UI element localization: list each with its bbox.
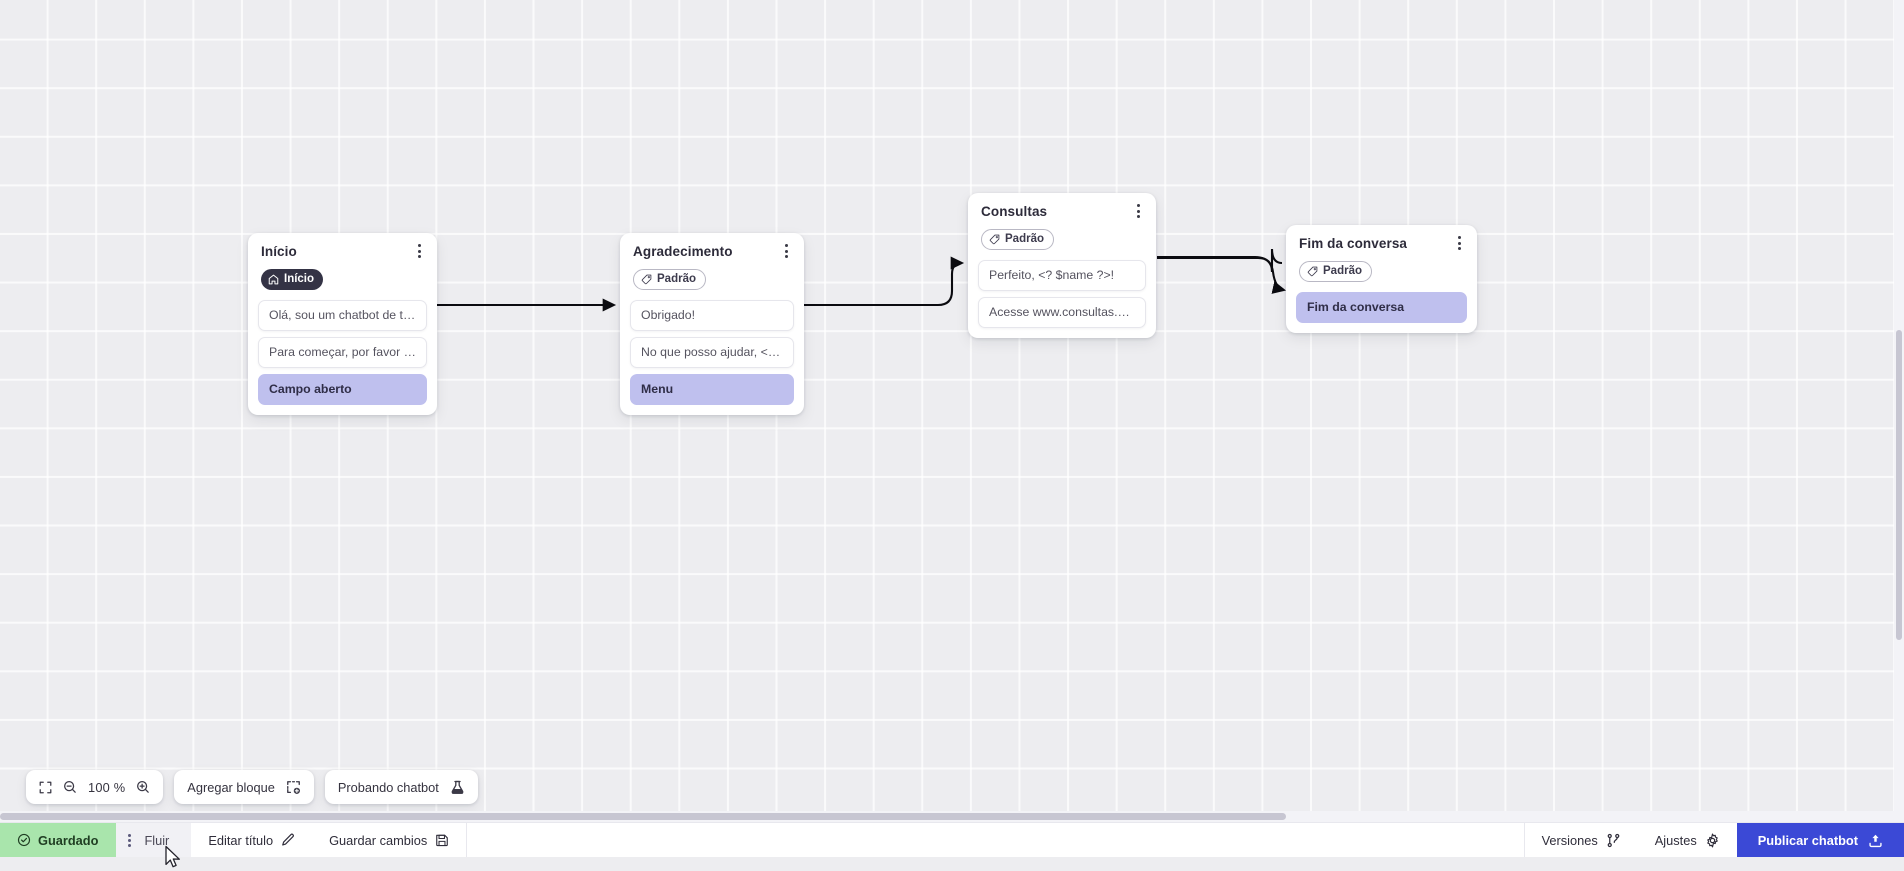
node-slot-message[interactable]: Perfeito, <? $name ?>! (978, 260, 1146, 291)
flask-icon (450, 780, 465, 795)
zoom-controls[interactable]: 100 % (26, 770, 163, 804)
horizontal-scrollbar[interactable] (0, 811, 1904, 822)
home-icon (268, 274, 279, 285)
node-slot-message[interactable]: Para começar, por favor digite o ... (258, 337, 427, 368)
node-title: Fim da conversa (1299, 236, 1465, 252)
node-slot-message[interactable]: Obrigado! (630, 300, 794, 331)
node-slots: Olá, sou um chatbot de teste! Para começ… (248, 300, 437, 415)
horizontal-scrollbar-thumb[interactable] (0, 813, 1286, 820)
check-circle-icon (17, 833, 31, 847)
edit-title-button[interactable]: Editar título (191, 823, 312, 857)
add-block-label: Agregar bloque (187, 780, 275, 795)
test-chatbot-button[interactable]: Probando chatbot (325, 770, 478, 804)
node-consultas[interactable]: Consultas Padrão Perfeito, <? $name ?>! … (968, 193, 1156, 338)
node-badge-label: Padrão (657, 274, 696, 286)
status-bar-right: Versiones Ajustes Publicar chatbot (1524, 823, 1904, 857)
connector-agradecimento-to-consultas (803, 263, 962, 305)
connector-consultas-to-fim-curve (1157, 257, 1284, 290)
flow-tab[interactable]: Fluir (116, 823, 191, 857)
node-badge-inicio[interactable]: Início (261, 269, 323, 290)
flow-canvas[interactable]: Início Início Olá, sou um chatbot de tes… (0, 0, 1904, 822)
fit-screen-icon[interactable] (39, 781, 52, 794)
node-badge-row: Início (261, 269, 425, 290)
node-badge-row: Padrão (633, 269, 792, 290)
node-menu-button[interactable] (1452, 234, 1466, 252)
node-badge-label: Padrão (1005, 234, 1044, 246)
node-slots: Fim da conversa (1286, 292, 1477, 333)
tag-icon (1307, 266, 1318, 277)
branch-icon (1606, 833, 1621, 848)
vertical-scrollbar[interactable] (1894, 0, 1904, 822)
node-slot-message[interactable]: Acesse www.consultas.com par... (978, 297, 1146, 328)
settings-label: Ajustes (1655, 833, 1697, 848)
status-divider (466, 823, 467, 857)
add-block-button[interactable]: Agregar bloque (174, 770, 314, 804)
node-agradecimento[interactable]: Agradecimento Padrão Obrigado! No que po… (620, 233, 804, 415)
connector-consultas-to-fim (1157, 249, 1282, 272)
node-badge-padrao[interactable]: Padrão (981, 229, 1054, 250)
status-bar: Guardado Fluir Editar título Guardar cam… (0, 822, 1904, 857)
flow-tab-label: Fluir (144, 833, 169, 848)
node-menu-button[interactable] (412, 242, 426, 260)
versions-label: Versiones (1542, 833, 1598, 848)
saved-status-badge: Guardado (0, 823, 116, 857)
node-menu-button[interactable] (779, 242, 793, 260)
node-inicio[interactable]: Início Início Olá, sou um chatbot de tes… (248, 233, 437, 415)
zoom-level: 100 % (88, 780, 125, 795)
node-menu-button[interactable] (1131, 202, 1145, 220)
settings-button[interactable]: Ajustes (1638, 823, 1737, 857)
node-slot-message[interactable]: Olá, sou um chatbot de teste! (258, 300, 427, 331)
vertical-scrollbar-thumb[interactable] (1896, 330, 1902, 640)
node-header: Agradecimento Padrão (620, 233, 804, 300)
node-badge-padrao[interactable]: Padrão (633, 269, 706, 290)
node-slots: Perfeito, <? $name ?>! Acesse www.consul… (968, 260, 1156, 338)
edit-title-label: Editar título (208, 833, 273, 848)
save-changes-button[interactable]: Guardar cambios (312, 823, 466, 857)
add-block-icon (286, 780, 301, 795)
node-slot-action[interactable]: Fim da conversa (1296, 292, 1467, 323)
pencil-icon (281, 833, 295, 847)
node-slot-message[interactable]: No que posso ajudar, <? $name ... (630, 337, 794, 368)
saved-status-label: Guardado (38, 833, 98, 848)
node-slots: Obrigado! No que posso ajudar, <? $name … (620, 300, 804, 415)
versions-button[interactable]: Versiones (1525, 823, 1638, 857)
zoom-in-icon[interactable] (136, 780, 150, 794)
zoom-out-icon[interactable] (63, 780, 77, 794)
node-title: Início (261, 244, 425, 260)
publish-chatbot-label: Publicar chatbot (1758, 833, 1858, 848)
node-badge-padrao[interactable]: Padrão (1299, 261, 1372, 282)
node-fim-da-conversa[interactable]: Fim da conversa Padrão Fim da conversa (1286, 225, 1477, 333)
test-chatbot-label: Probando chatbot (338, 780, 439, 795)
upload-icon (1868, 833, 1883, 848)
tag-icon (989, 234, 1000, 245)
node-slot-action[interactable]: Campo aberto (258, 374, 427, 405)
node-title: Consultas (981, 204, 1144, 220)
node-badge-label: Padrão (1323, 266, 1362, 278)
node-header: Fim da conversa Padrão (1286, 225, 1477, 292)
node-slot-action[interactable]: Menu (630, 374, 794, 405)
floppy-icon (435, 833, 449, 847)
node-header: Consultas Padrão (968, 193, 1156, 260)
save-changes-label: Guardar cambios (329, 833, 427, 848)
canvas-toolbar: 100 % Agregar bloque Probando chatbot (26, 770, 478, 804)
flow-menu-icon[interactable] (128, 834, 131, 847)
gear-icon (1705, 833, 1720, 848)
node-badge-row: Padrão (981, 229, 1144, 250)
node-header: Início Início (248, 233, 437, 300)
publish-chatbot-button[interactable]: Publicar chatbot (1737, 823, 1904, 857)
node-title: Agradecimento (633, 244, 792, 260)
node-badge-label: Início (284, 274, 314, 286)
tag-icon (641, 274, 652, 285)
node-badge-row: Padrão (1299, 261, 1465, 282)
